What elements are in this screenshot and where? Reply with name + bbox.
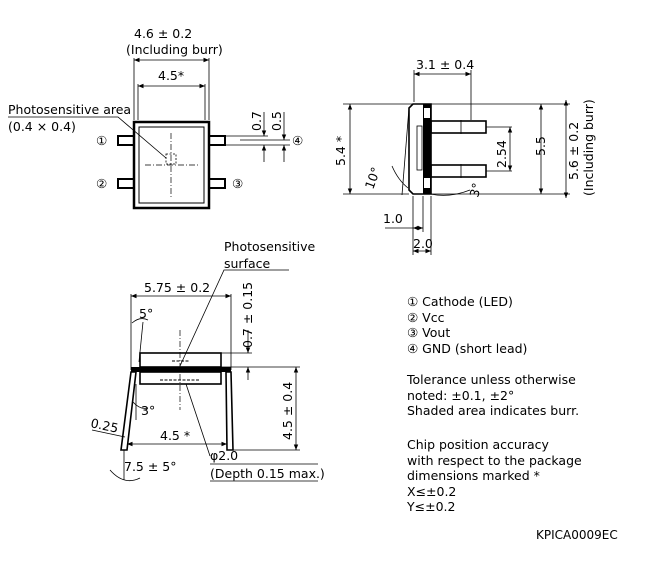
side-total-note: (Including burr)	[581, 99, 596, 196]
side-height-dim: 5.4 *	[333, 136, 348, 166]
drawing-code: KPICA0009EC	[536, 528, 618, 542]
front-angle-top: 5°	[139, 306, 153, 321]
top-body-inner	[138, 126, 205, 204]
pin-legend-4: ④ GND (short lead)	[407, 340, 528, 356]
side-pitch-dim: 2.54	[494, 140, 509, 168]
pin-legend-1: ① Cathode (LED)	[407, 294, 513, 309]
chip-line-4: X≤±0.2	[407, 483, 457, 499]
front-lead-span: 7.5 ± 5°	[124, 459, 177, 474]
front-angle-inner: 3°	[141, 403, 155, 418]
top-view: 4.6 ± 0.2 (Including burr) 4.5* ① ② ③ ④ …	[8, 26, 303, 210]
chip-line-5: Y≤±0.2	[407, 499, 456, 514]
front-width-dim: 5.75 ± 0.2	[144, 280, 210, 295]
pin3-marker: ③	[232, 176, 243, 191]
front-hole-note: (Depth 0.15 max.)	[210, 466, 325, 481]
pin-legend-2: ② Vcc	[407, 309, 445, 325]
tolerance-note: Tolerance unless otherwise noted: ±0.1, …	[407, 372, 579, 419]
front-inner-dim: 4.5 *	[160, 428, 190, 443]
surface-label-1: Photosensitive	[224, 239, 316, 254]
tolerance-line-2: noted: ±0.1, ±2°	[407, 387, 515, 403]
side-lead-dim: 1.0	[383, 211, 403, 226]
side-span-dim: 5.5	[533, 136, 548, 156]
chip-line-2: with respect to the package	[407, 452, 582, 468]
area-label: Photosensitive area	[8, 102, 131, 117]
pin2-marker: ②	[96, 176, 107, 191]
lead-width-dim: 0.7	[249, 111, 264, 131]
chip-line-3: dimensions marked *	[407, 468, 540, 483]
area-size: (0.4 × 0.4)	[8, 119, 76, 134]
chip-line-1: Chip position accuracy	[407, 437, 549, 452]
front-view: Photosensitive surface 5.75 ± 0.2 5° 0.7…	[89, 239, 325, 482]
front-hole-dim: φ2.0	[210, 448, 238, 463]
top-body-outline	[132, 120, 211, 210]
front-depth-dim: 0.7 ± 0.15	[240, 282, 255, 348]
side-total-dim: 5.6 ± 0.2	[566, 122, 581, 180]
surface-label-2: surface	[224, 256, 271, 271]
side-angle-left: 10°	[362, 165, 384, 191]
front-lead-thickness: 0.25	[89, 415, 119, 435]
front-height-dim: 4.5 ± 0.4	[280, 382, 295, 440]
side-angle-right: 3°	[466, 181, 484, 199]
pin4-marker: ④	[292, 133, 303, 148]
side-body-dim: 2.0	[413, 236, 433, 251]
chip-accuracy-note: Chip position accuracy with respect to t…	[407, 437, 582, 515]
top-width-dim: 4.6 ± 0.2	[134, 26, 192, 41]
pin1-marker: ①	[96, 133, 107, 148]
side-view: 3.1 ± 0.4 5.4 * 2.54 5.5 5.6 ± 0.2 (Incl…	[333, 57, 596, 255]
tolerance-line-3: Shaded area indicates burr.	[407, 403, 580, 418]
side-top-dim: 3.1 ± 0.4	[416, 57, 474, 72]
photosensitive-area	[165, 153, 177, 165]
pin-legend: ① Cathode (LED) ② Vcc ③ Vout ④ GND (shor…	[407, 294, 527, 356]
pin-legend-3: ③ Vout	[407, 325, 451, 340]
lead-pitch-dim: 0.5	[269, 111, 284, 131]
top-width-note: (Including burr)	[126, 42, 223, 57]
front-body-bottom	[139, 371, 222, 385]
tolerance-line-1: Tolerance unless otherwise	[407, 372, 576, 387]
top-inner-dim: 4.5*	[158, 68, 184, 83]
